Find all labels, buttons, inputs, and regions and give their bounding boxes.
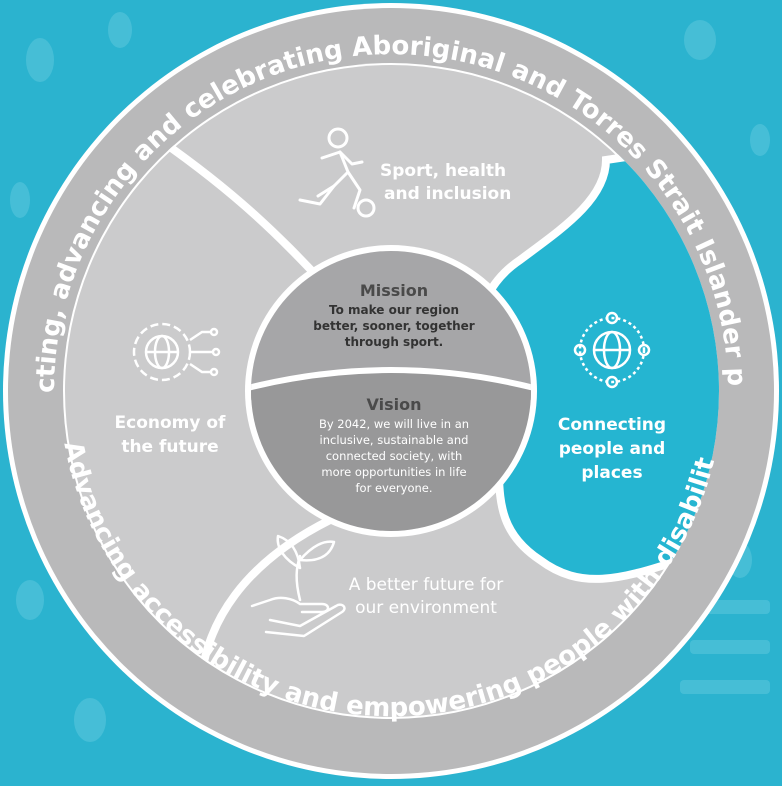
vision-text-line: inclusive, sustainable and xyxy=(320,433,469,447)
segment-sport-line2: and inclusion xyxy=(384,184,511,204)
mission-text-line: through sport. xyxy=(345,335,443,349)
vision-text-line: By 2042, we will live in an xyxy=(319,417,469,431)
segment-economy[interactable]: Economy of the future xyxy=(115,322,227,457)
segment-sport-line1: Sport, health xyxy=(380,161,506,181)
segment-environment-line2: our environment xyxy=(355,598,497,618)
center-circle xyxy=(245,245,537,537)
segment-connecting-line1: Connecting xyxy=(558,415,666,435)
segment-economy-line2: the future xyxy=(121,437,218,457)
connected-globe-icon xyxy=(573,311,651,389)
segment-connecting-content: Connecting people and places xyxy=(558,311,666,483)
mission-block: Mission To make our region better, soone… xyxy=(313,281,475,349)
mission-text-line: better, sooner, together xyxy=(313,319,475,333)
vision-text-line: for everyone. xyxy=(355,481,432,495)
segment-sport[interactable]: Sport, health and inclusion xyxy=(298,127,511,218)
hand-plant-icon xyxy=(250,534,346,638)
segment-connecting-line2: people and xyxy=(559,439,666,459)
gear-globe-icon xyxy=(132,322,221,382)
footballer-icon xyxy=(298,127,376,218)
vision-text-line: connected society, with xyxy=(326,449,463,463)
segment-environment-line1: A better future for xyxy=(349,575,504,595)
mission-title: Mission xyxy=(360,281,428,300)
vision-block: Vision By 2042, we will live in an inclu… xyxy=(319,395,469,495)
mission-text-line: To make our region xyxy=(329,303,459,317)
segment-connecting-line3: places xyxy=(581,463,642,483)
segment-economy-line1: Economy of xyxy=(115,413,227,433)
background-pattern xyxy=(10,12,770,742)
vision-title: Vision xyxy=(367,395,422,414)
segment-environment[interactable]: A better future for our environment xyxy=(250,534,504,638)
vision-text-line: more opportunities in life xyxy=(321,465,466,479)
